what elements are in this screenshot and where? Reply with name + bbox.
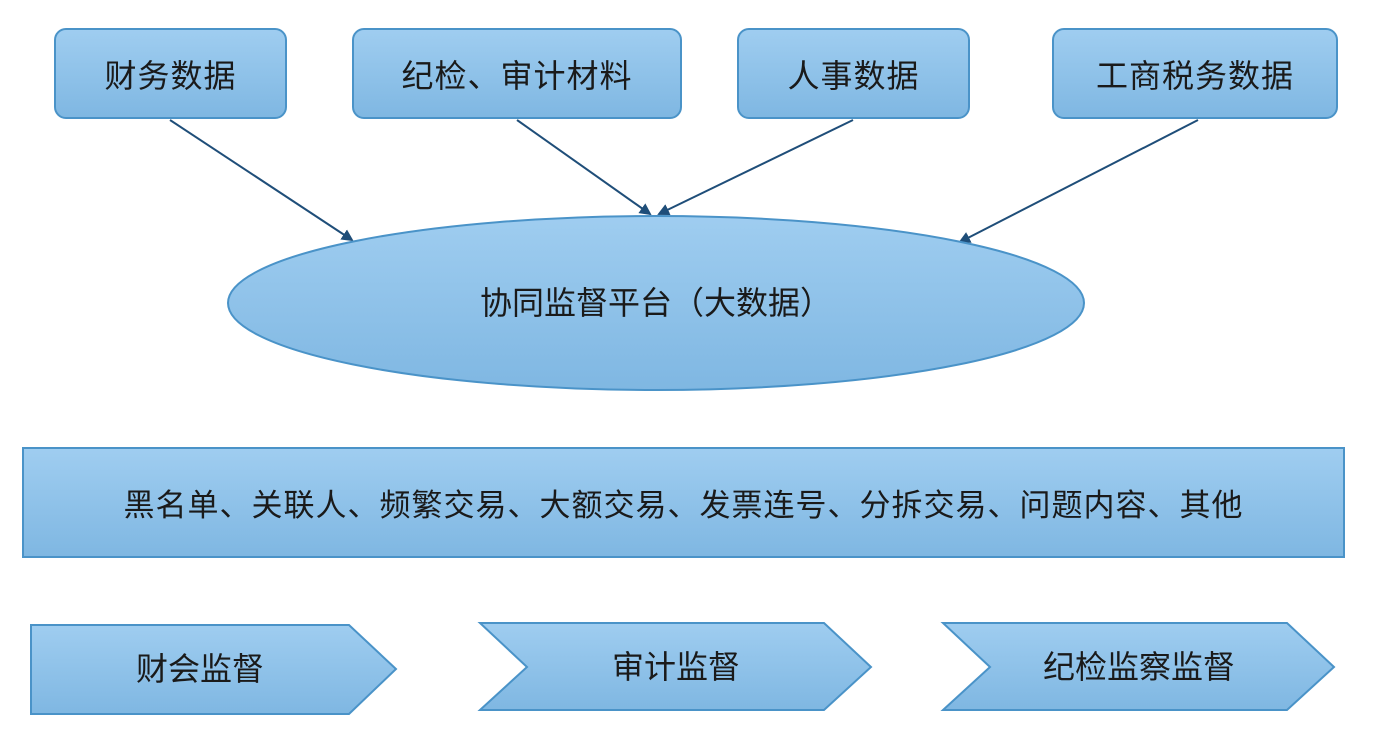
chevron-label-finance-supervision: 财会监督: [136, 650, 264, 688]
chevron-discipline-supervision: [940, 622, 1336, 711]
source-label-finance: 财务数据: [104, 56, 237, 95]
source-box-discipline-audit: 纪检、审计材料: [352, 28, 682, 119]
source-box-personnel: 人事数据: [737, 28, 970, 119]
indicators-bar: 黑名单、关联人、频繁交易、大额交易、发票连号、分拆交易、问题内容、其他: [22, 447, 1345, 558]
source-box-finance: 财务数据: [54, 28, 287, 119]
source-label-discipline-audit: 纪检、审计材料: [401, 56, 633, 95]
source-box-business-tax: 工商税务数据: [1052, 28, 1338, 119]
chevron-label-discipline-supervision: 纪检监察监督: [1043, 648, 1235, 686]
arrow-finance-to-platform: [169, 119, 354, 242]
platform-ellipse: [227, 215, 1085, 391]
arrow-discipline-audit-to-platform: [516, 119, 652, 216]
chevron-finance-supervision: [30, 624, 398, 715]
source-label-personnel: 人事数据: [787, 56, 920, 95]
source-label-business-tax: 工商税务数据: [1095, 56, 1294, 95]
indicators-label: 黑名单、关联人、频繁交易、大额交易、发票连号、分拆交易、问题内容、其他: [123, 488, 1244, 524]
chevron-label-audit-supervision: 审计监督: [612, 648, 740, 686]
chevron-audit-supervision: [477, 622, 873, 711]
arrow-business-tax-to-platform: [958, 119, 1199, 243]
platform-label: 协同监督平台（大数据）: [480, 284, 832, 322]
arrow-personnel-to-platform: [657, 119, 854, 216]
